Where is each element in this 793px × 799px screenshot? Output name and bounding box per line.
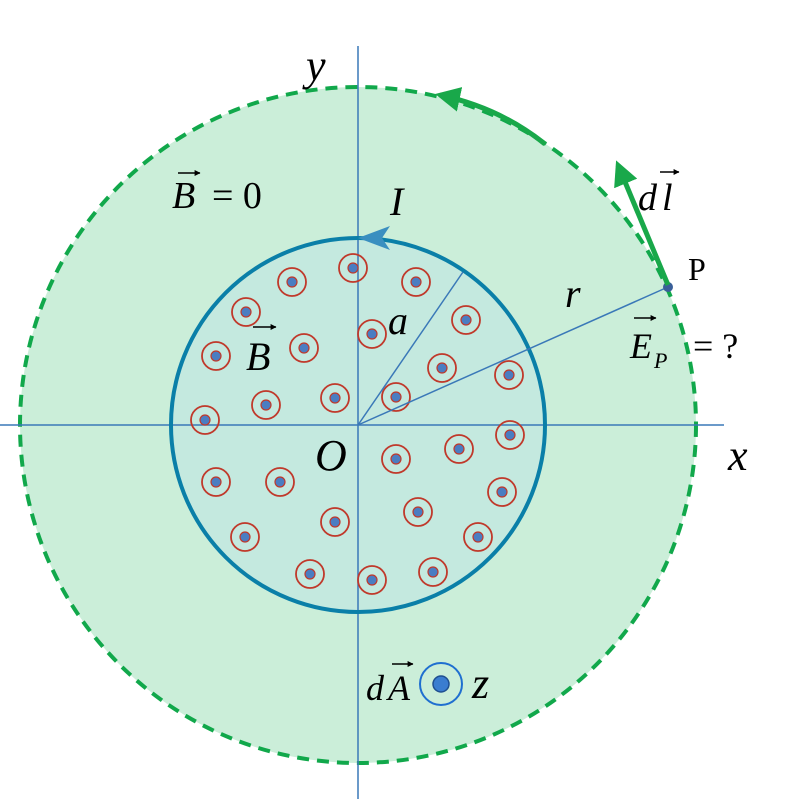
- area-element-ring: [419, 662, 463, 706]
- svg-text:E: E: [629, 326, 652, 366]
- inner-radius-label: a: [388, 298, 408, 343]
- field-markers: [190, 253, 525, 595]
- field-ring: [320, 383, 350, 413]
- field-ring: [265, 467, 295, 497]
- field-dot-icon: [304, 568, 316, 580]
- field-dot-icon: [436, 362, 448, 374]
- field-ring: [451, 305, 481, 335]
- field-dot-icon: [298, 342, 310, 354]
- field-dot-icon: [453, 443, 465, 455]
- svg-text:A: A: [386, 668, 411, 708]
- field-inside-label: B: [246, 324, 277, 379]
- dl-arrow-icon: [614, 160, 671, 286]
- field-ring: [357, 319, 387, 349]
- field-dot-icon: [329, 516, 341, 528]
- field-dot-icon: [260, 399, 272, 411]
- field-dot-icon: [390, 453, 402, 465]
- point-p-label: P: [688, 251, 706, 287]
- field-ring: [190, 405, 220, 435]
- field-ring: [495, 420, 525, 450]
- field-dot-icon: [286, 276, 298, 288]
- field-ring: [403, 497, 433, 527]
- field-dot-icon: [410, 276, 422, 288]
- field-dot-icon: [274, 476, 286, 488]
- field-ring: [381, 444, 411, 474]
- field-dot-icon: [199, 414, 211, 426]
- field-ring: [418, 557, 448, 587]
- field-ring: [201, 467, 231, 497]
- field-dot-icon: [210, 476, 222, 488]
- current-label: I: [389, 179, 405, 224]
- svg-text:l: l: [662, 177, 673, 219]
- field-ring: [338, 253, 368, 283]
- svg-text:B: B: [172, 175, 195, 217]
- field-dot-icon: [504, 429, 516, 441]
- field-ring: [381, 382, 411, 412]
- field-ring: [427, 353, 457, 383]
- area-element-label: d A: [366, 661, 414, 708]
- field-dot-icon: [366, 574, 378, 586]
- field-dot-icon: [496, 486, 508, 498]
- field-ring: [444, 434, 474, 464]
- current-arrow-icon: [358, 226, 390, 250]
- field-ring: [201, 341, 231, 371]
- svg-text:d: d: [638, 177, 658, 219]
- field-ring: [289, 333, 319, 363]
- z-axis-label: z: [471, 659, 489, 708]
- svg-text:B: B: [246, 334, 270, 379]
- svg-text:P: P: [653, 348, 667, 373]
- field-dot-icon: [472, 531, 484, 543]
- field-ring: [251, 390, 281, 420]
- field-dot-icon: [460, 314, 472, 326]
- field-outside-label: B = 0: [172, 170, 262, 217]
- electric-field-label: E P = ?: [629, 315, 738, 373]
- x-axis-label: x: [727, 431, 748, 480]
- field-dot-icon: [329, 392, 341, 404]
- field-dot-icon: [347, 262, 359, 274]
- field-dot-icon: [412, 506, 424, 518]
- line-element-label: d l: [638, 169, 680, 219]
- field-ring: [230, 522, 260, 552]
- field-ring: [231, 297, 261, 327]
- field-ring: [295, 559, 325, 589]
- field-ring: [401, 267, 431, 297]
- field-dot-icon: [240, 306, 252, 318]
- field-dot-icon: [210, 350, 222, 362]
- field-dot-icon: [239, 531, 251, 543]
- radius-r-line: [357, 286, 669, 426]
- field-ring: [320, 507, 350, 537]
- field-ring: [463, 522, 493, 552]
- y-axis-label: y: [302, 41, 326, 90]
- field-dot-icon: [427, 566, 439, 578]
- field-dot-icon: [503, 369, 515, 381]
- field-ring: [357, 565, 387, 595]
- svg-text:= 0: = 0: [212, 175, 262, 217]
- field-dot-icon: [390, 391, 402, 403]
- svg-text:= ?: = ?: [693, 326, 738, 366]
- outer-radius-label: r: [565, 271, 581, 316]
- origin-label: O: [315, 431, 347, 480]
- radius-a-line: [357, 271, 464, 426]
- field-dot-icon: [366, 328, 378, 340]
- area-element-dot: [432, 675, 450, 693]
- field-ring: [277, 267, 307, 297]
- field-ring: [487, 477, 517, 507]
- field-ring: [494, 360, 524, 390]
- svg-text:d: d: [366, 668, 385, 708]
- circulation-arc-icon: [435, 87, 547, 146]
